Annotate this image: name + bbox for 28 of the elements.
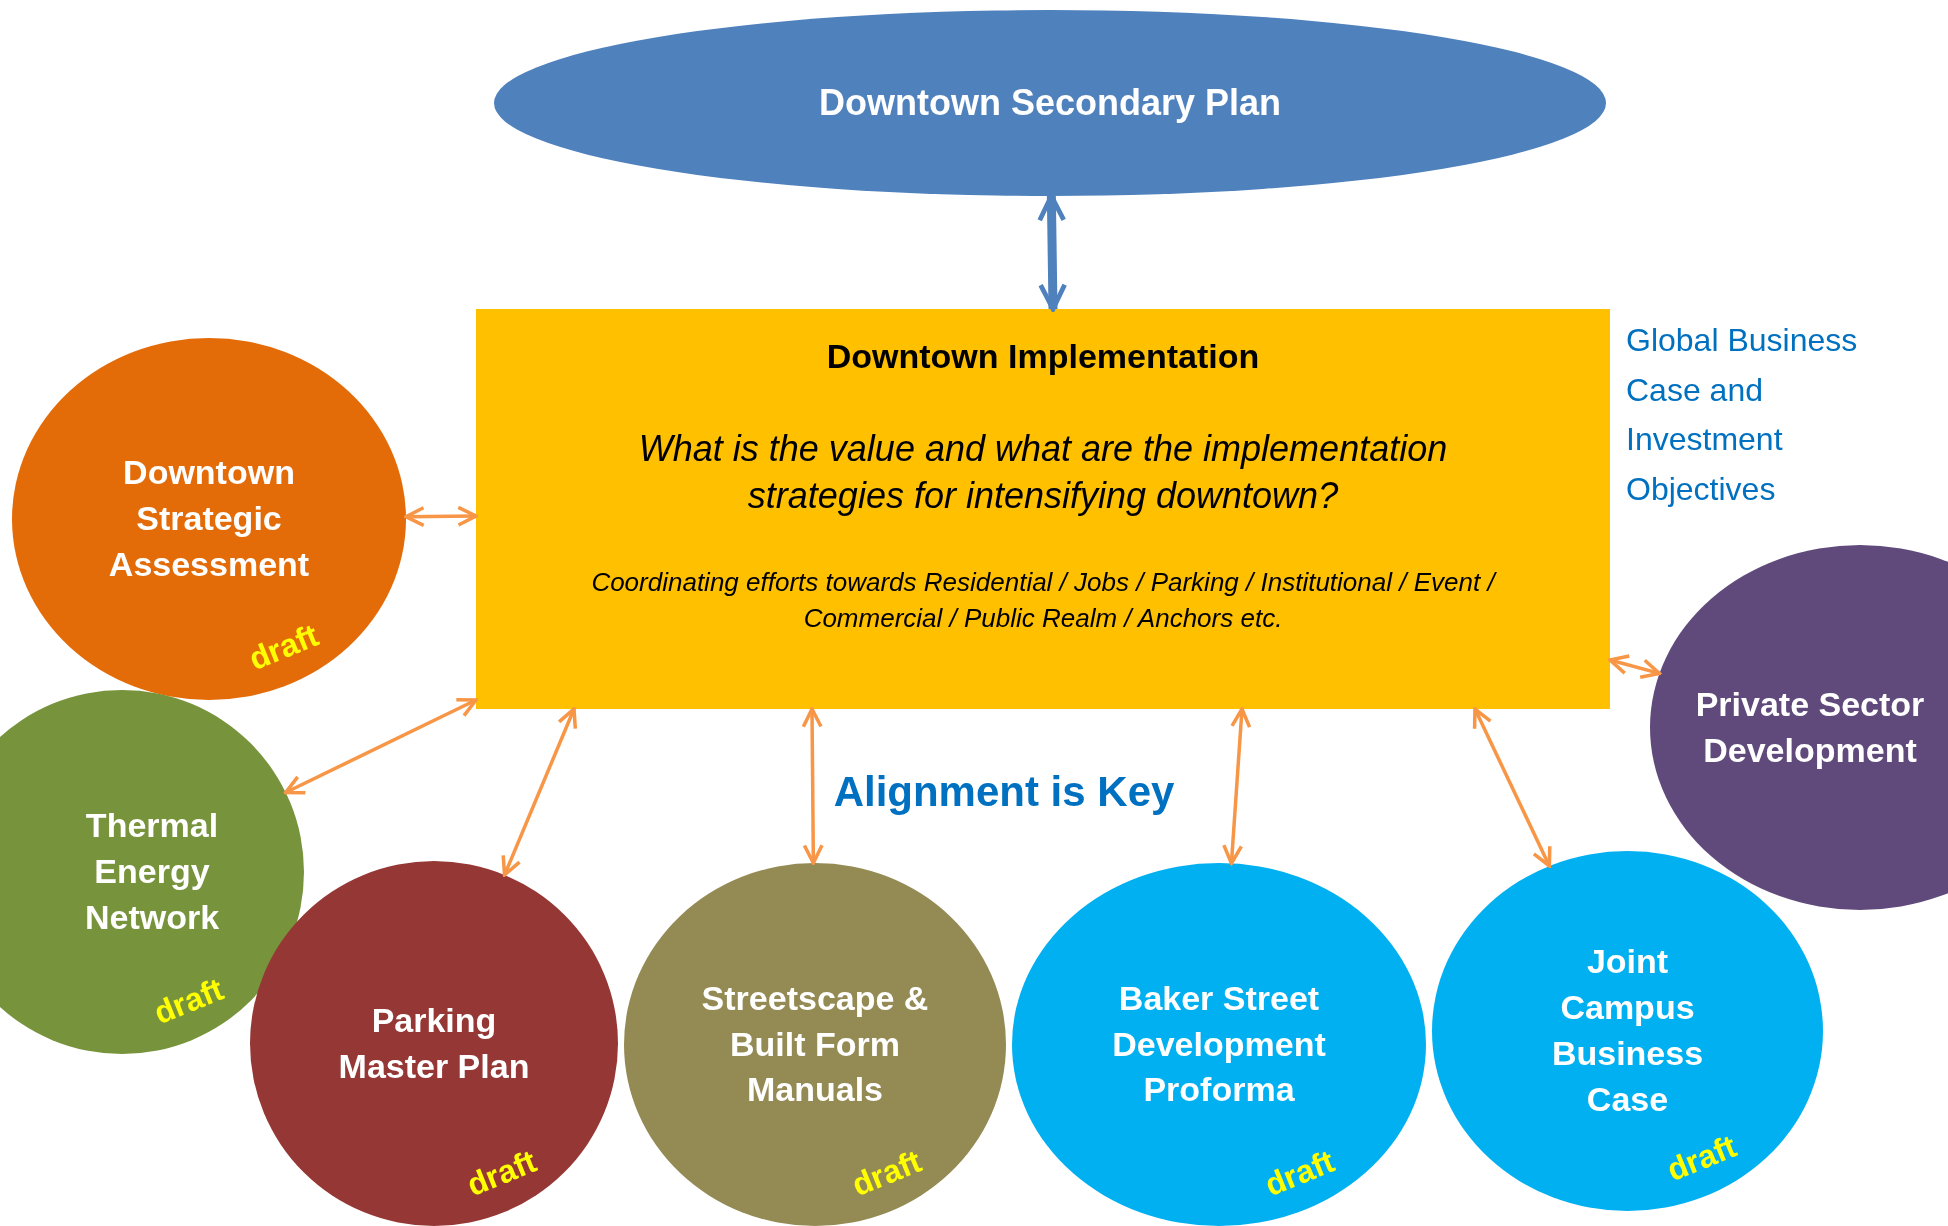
draft-tag: draft — [844, 1137, 929, 1209]
double-arrow — [501, 707, 578, 877]
node-label: Baker Street Development Proforma — [1111, 977, 1327, 1111]
node-label: Joint Campus Business Case — [1550, 941, 1705, 1120]
draft-tag: draft — [241, 611, 326, 683]
node-label: Parking Master Plan — [337, 999, 531, 1087]
node-label: Downtown Secondary Plan — [818, 80, 1282, 125]
node-label: Streetscape & Built Form Manuals — [700, 977, 930, 1111]
node-label: Downtown Strategic Assessment — [107, 452, 311, 585]
double-arrow — [283, 698, 478, 795]
question-text: What is the value and what are the implementation strategies for intensifying downtown? — [637, 427, 1449, 518]
implementation-box — [476, 309, 1610, 709]
note-text: Coordinating efforts towards Residential / Jobs / Parking / Institutional / Event / Commercial / Public Realm / Anchors etc. — [590, 565, 1498, 635]
draft-tag: draft — [146, 965, 231, 1037]
note-text: Global Business Case and Investment Objectives — [1626, 321, 1859, 509]
draft-tag: draft — [1257, 1137, 1342, 1209]
node-label: Thermal Energy Network — [83, 805, 221, 938]
double-arrow — [1608, 654, 1662, 679]
slogan-text: Alignment is Key — [832, 767, 1176, 817]
double-arrow — [1472, 707, 1552, 868]
double-arrow — [801, 707, 824, 865]
draft-tag: draft — [1659, 1122, 1744, 1194]
box-title: Downtown Implementation — [826, 336, 1260, 377]
double-arrow — [404, 505, 478, 528]
draft-tag: draft — [459, 1137, 544, 1209]
double-arrow — [1037, 193, 1068, 312]
node-label: Private Sector Development — [1694, 683, 1926, 771]
double-arrow — [1222, 707, 1252, 866]
